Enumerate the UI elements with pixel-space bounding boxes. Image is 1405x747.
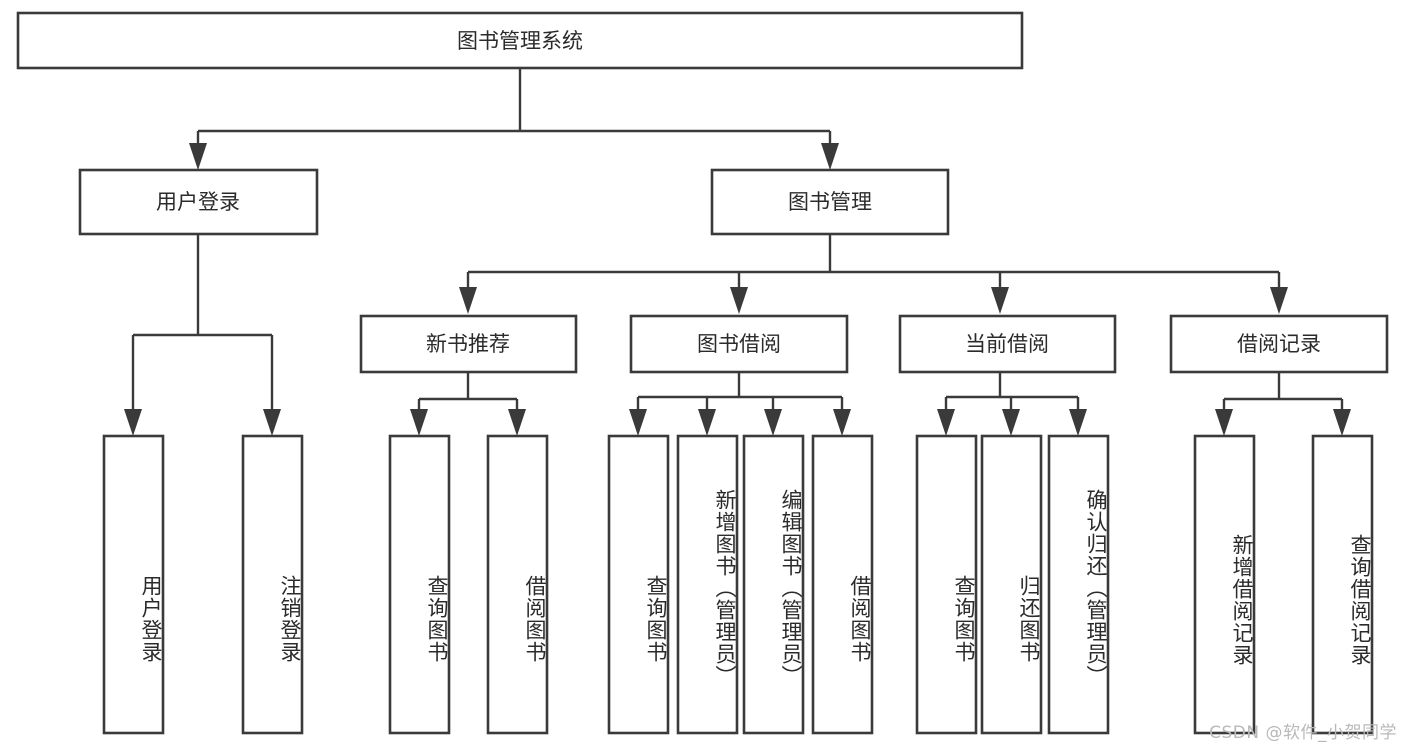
arrowhead-to-borrow-leaf-1 bbox=[629, 409, 647, 436]
node-user-login-box[interactable] bbox=[78, 168, 319, 236]
leaf-box-book-borrow-3[interactable] bbox=[742, 434, 805, 735]
node-user-login[interactable]: 用户登录 bbox=[78, 168, 319, 236]
arrowhead-to-borrow-leaf-2 bbox=[698, 409, 716, 436]
arrowhead-to-current-borrow bbox=[991, 287, 1009, 314]
leaf-box-book-borrow-1[interactable] bbox=[607, 434, 670, 735]
arrowhead-to-current-leaf-3 bbox=[1069, 409, 1087, 436]
arrowhead-to-user-login bbox=[189, 143, 207, 170]
arrowhead-to-borrow-leaf-3 bbox=[764, 409, 782, 436]
arrowhead-to-record-leaf-1 bbox=[1215, 409, 1233, 436]
node-book-borrow-box[interactable] bbox=[629, 314, 849, 374]
leaf-box-current-borrow-2[interactable] bbox=[980, 434, 1043, 735]
node-book-borrow[interactable]: 图书借阅 bbox=[629, 314, 849, 374]
arrowhead-to-book-manage bbox=[821, 143, 839, 170]
arrowhead-to-current-leaf-1 bbox=[937, 409, 955, 436]
arrowhead-to-userlogin-leaf-1 bbox=[124, 409, 142, 436]
node-borrow-record[interactable]: 借阅记录 bbox=[1169, 314, 1389, 374]
leaf-box-new-book-2[interactable] bbox=[486, 434, 549, 735]
node-new-book-recommend-box[interactable] bbox=[359, 314, 578, 374]
arrowhead-to-userlogin-leaf-2 bbox=[263, 409, 281, 436]
arrowhead-to-new-book bbox=[459, 287, 477, 314]
csdn-watermark: CSDN @软件_小贺同学 bbox=[1209, 723, 1397, 743]
node-current-borrow-label: 当前借阅 bbox=[965, 332, 1049, 356]
arrowhead-to-book-borrow bbox=[730, 287, 748, 314]
node-book-management-box[interactable] bbox=[710, 168, 950, 236]
node-new-book-recommend[interactable]: 新书推荐 bbox=[359, 314, 578, 374]
leaf-box-current-borrow-3[interactable] bbox=[1047, 434, 1110, 735]
node-book-borrow-label: 图书借阅 bbox=[697, 332, 781, 356]
leaf-box-new-book-1[interactable] bbox=[388, 434, 451, 735]
leaf-box-current-borrow-1[interactable] bbox=[915, 434, 978, 735]
node-root-label: 图书管理系统 bbox=[457, 29, 583, 53]
node-book-management[interactable]: 图书管理 bbox=[710, 168, 950, 236]
arrowhead-to-borrow-record bbox=[1270, 287, 1288, 314]
node-new-book-recommend-label: 新书推荐 bbox=[426, 332, 510, 356]
node-user-login-label: 用户登录 bbox=[156, 190, 240, 214]
arrowhead-to-borrow-leaf-4 bbox=[833, 409, 851, 436]
node-borrow-record-box[interactable] bbox=[1169, 314, 1389, 374]
arrowhead-group bbox=[124, 143, 1351, 436]
leaf-box-book-borrow-4[interactable] bbox=[811, 434, 874, 735]
node-current-borrow[interactable]: 当前借阅 bbox=[898, 314, 1117, 374]
arrowhead-to-record-leaf-2 bbox=[1333, 409, 1351, 436]
arrowhead-to-newbook-leaf-1 bbox=[410, 409, 428, 436]
leaf-box-borrow-record-2[interactable] bbox=[1311, 434, 1374, 735]
leaf-box-user-login-1[interactable] bbox=[102, 434, 165, 735]
node-root-box[interactable] bbox=[16, 11, 1024, 70]
node-root-book-management-system[interactable]: 图书管理系统 bbox=[16, 11, 1024, 70]
arrowhead-to-newbook-leaf-2 bbox=[508, 409, 526, 436]
leaf-box-user-login-2[interactable] bbox=[241, 434, 304, 735]
node-current-borrow-box[interactable] bbox=[898, 314, 1117, 374]
leaf-box-book-borrow-2[interactable] bbox=[676, 434, 739, 735]
node-borrow-record-label: 借阅记录 bbox=[1237, 332, 1321, 356]
leaf-box-borrow-record-1[interactable] bbox=[1193, 434, 1256, 735]
arrowhead-to-current-leaf-2 bbox=[1002, 409, 1020, 436]
node-book-management-label: 图书管理 bbox=[788, 190, 872, 214]
